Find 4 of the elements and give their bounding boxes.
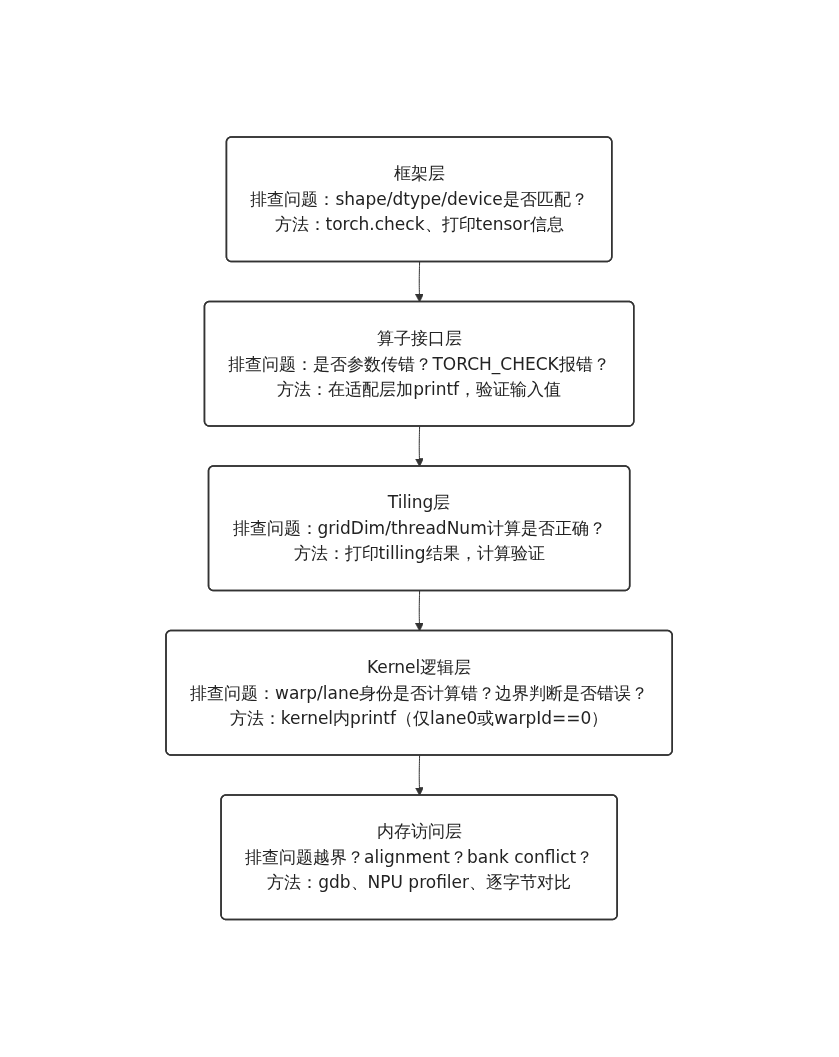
arrow bbox=[415, 426, 425, 468]
arrow bbox=[415, 755, 425, 797]
arrow bbox=[415, 261, 425, 303]
arrow bbox=[415, 590, 425, 632]
